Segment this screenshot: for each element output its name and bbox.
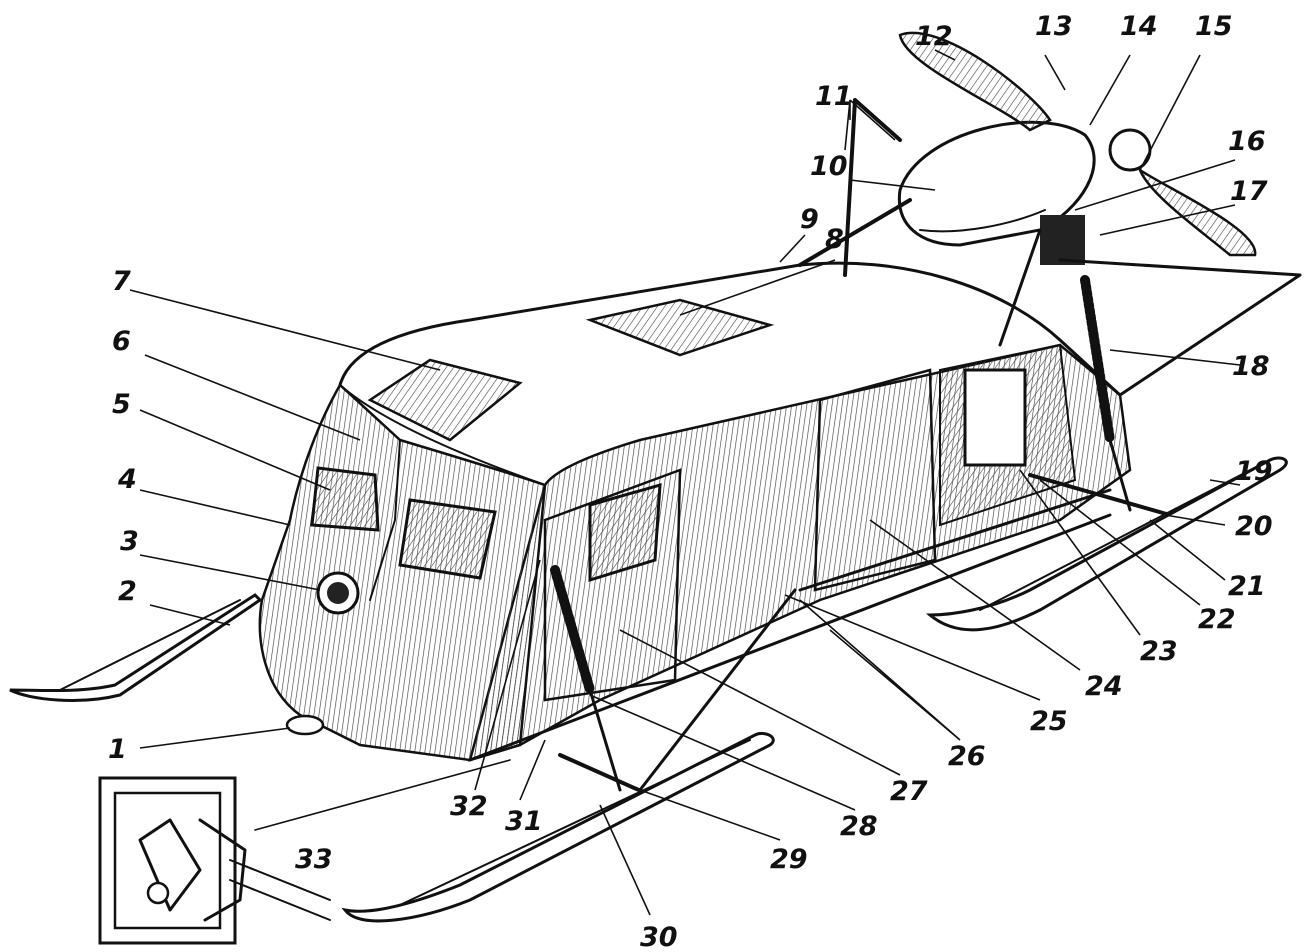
callout-22: 22	[1198, 604, 1236, 635]
callout-19: 19	[1235, 456, 1273, 487]
ski-front-right	[341, 731, 775, 923]
callout-3: 3	[120, 526, 139, 557]
callout-27: 27	[890, 776, 928, 807]
pylon-struts	[798, 98, 1302, 397]
callout-20: 20	[1235, 511, 1273, 542]
ski-front-left	[9, 593, 263, 702]
propeller	[898, 31, 1257, 257]
callout-18: 18	[1232, 351, 1270, 382]
callout-26: 26	[948, 741, 986, 772]
headlight	[316, 571, 360, 615]
rear-roof-hatch	[585, 298, 775, 357]
callout-7: 7	[112, 266, 131, 297]
callout-21: 21	[1228, 571, 1266, 602]
callout-4: 4	[117, 464, 137, 495]
callout-16: 16	[1228, 126, 1266, 157]
leader-lines	[129, 49, 1241, 916]
rear-side-door	[813, 368, 937, 592]
front-face	[258, 383, 547, 762]
axles	[558, 473, 1172, 797]
hitch-detail	[98, 759, 511, 945]
ski-long-right	[468, 513, 1112, 762]
callout-12: 12	[915, 21, 953, 52]
callout-33: 33	[295, 844, 333, 875]
callout-23: 23	[1140, 636, 1178, 667]
callout-17: 17	[1230, 176, 1268, 207]
callout-8: 8	[825, 224, 844, 255]
callout-31: 31	[505, 806, 543, 837]
callout-10: 10	[810, 151, 848, 182]
callout-1: 1	[108, 734, 127, 765]
callout-30: 30	[640, 922, 678, 952]
callout-5: 5	[112, 389, 131, 420]
rear-suspension-spring	[1080, 275, 1132, 512]
callout-13: 13	[1035, 11, 1073, 42]
engine-nacelle	[897, 120, 1096, 265]
callout-25: 25	[1030, 706, 1068, 737]
callout-15: 15	[1195, 11, 1233, 42]
callout-9: 9	[800, 204, 819, 235]
callout-6: 6	[112, 326, 131, 357]
callout-11: 11	[815, 81, 853, 112]
callout-24: 24	[1085, 671, 1123, 702]
ground-pad	[285, 714, 325, 736]
ski-rear-right	[925, 456, 1288, 632]
callouts: 1 2 3 4 5 6 7 8 9 10 11 12 13 14 15 16 1…	[108, 11, 1273, 952]
front-suspension-spring	[550, 565, 622, 792]
callout-28: 28	[840, 811, 878, 842]
front-windows	[310, 466, 497, 580]
callout-14: 14	[1120, 11, 1158, 42]
callout-2: 2	[118, 576, 137, 607]
callout-29: 29	[770, 844, 808, 875]
callout-32: 32	[450, 791, 488, 822]
front-roof-hatch	[367, 358, 523, 442]
